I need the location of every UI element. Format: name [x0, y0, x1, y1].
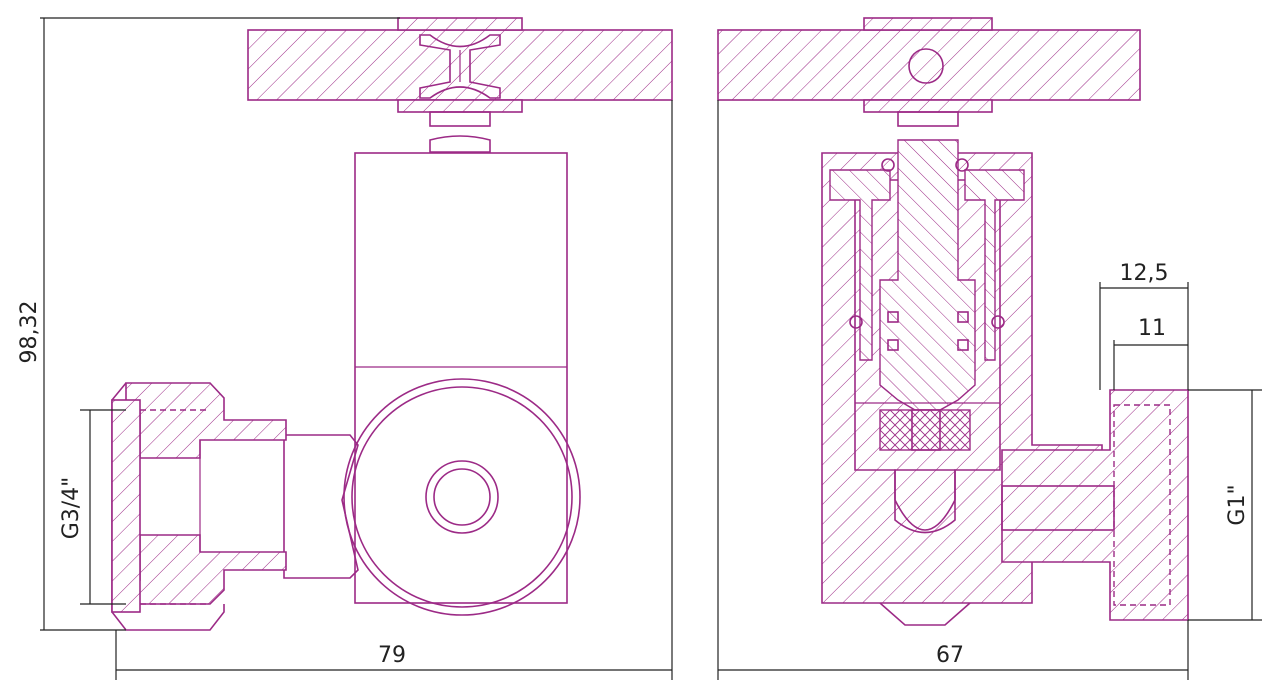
left-union-nut — [111, 382, 287, 631]
right-view — [717, 17, 1189, 626]
right-thread-label: G1" — [1225, 484, 1250, 525]
left-thread-label: G3/4" — [59, 477, 84, 540]
right-handle — [717, 17, 1141, 113]
dimension-left-width: 79 — [115, 100, 673, 680]
outlet-outer-label: 12,5 — [1120, 261, 1169, 286]
dimension-right-thread: G1" — [1188, 389, 1262, 621]
outlet-inner-label: 11 — [1138, 316, 1166, 341]
left-connector — [283, 434, 359, 579]
dimension-outlet-outer: 12,5 — [1099, 261, 1189, 390]
left-stem — [429, 111, 491, 153]
dimension-outlet-inner: 11 — [1113, 316, 1188, 390]
left-view — [111, 17, 673, 631]
left-body — [354, 152, 568, 604]
right-stem-neck — [897, 111, 959, 127]
dimension-height: 98,32 — [17, 17, 400, 631]
dimension-left-thread: G3/4" — [59, 409, 126, 605]
left-width-label: 79 — [378, 643, 406, 668]
left-outlet-circle — [343, 378, 581, 616]
left-handle — [247, 17, 673, 113]
right-width-label: 67 — [936, 643, 964, 668]
height-label: 98,32 — [17, 301, 42, 364]
dimension-right-width: 67 — [717, 100, 1189, 680]
